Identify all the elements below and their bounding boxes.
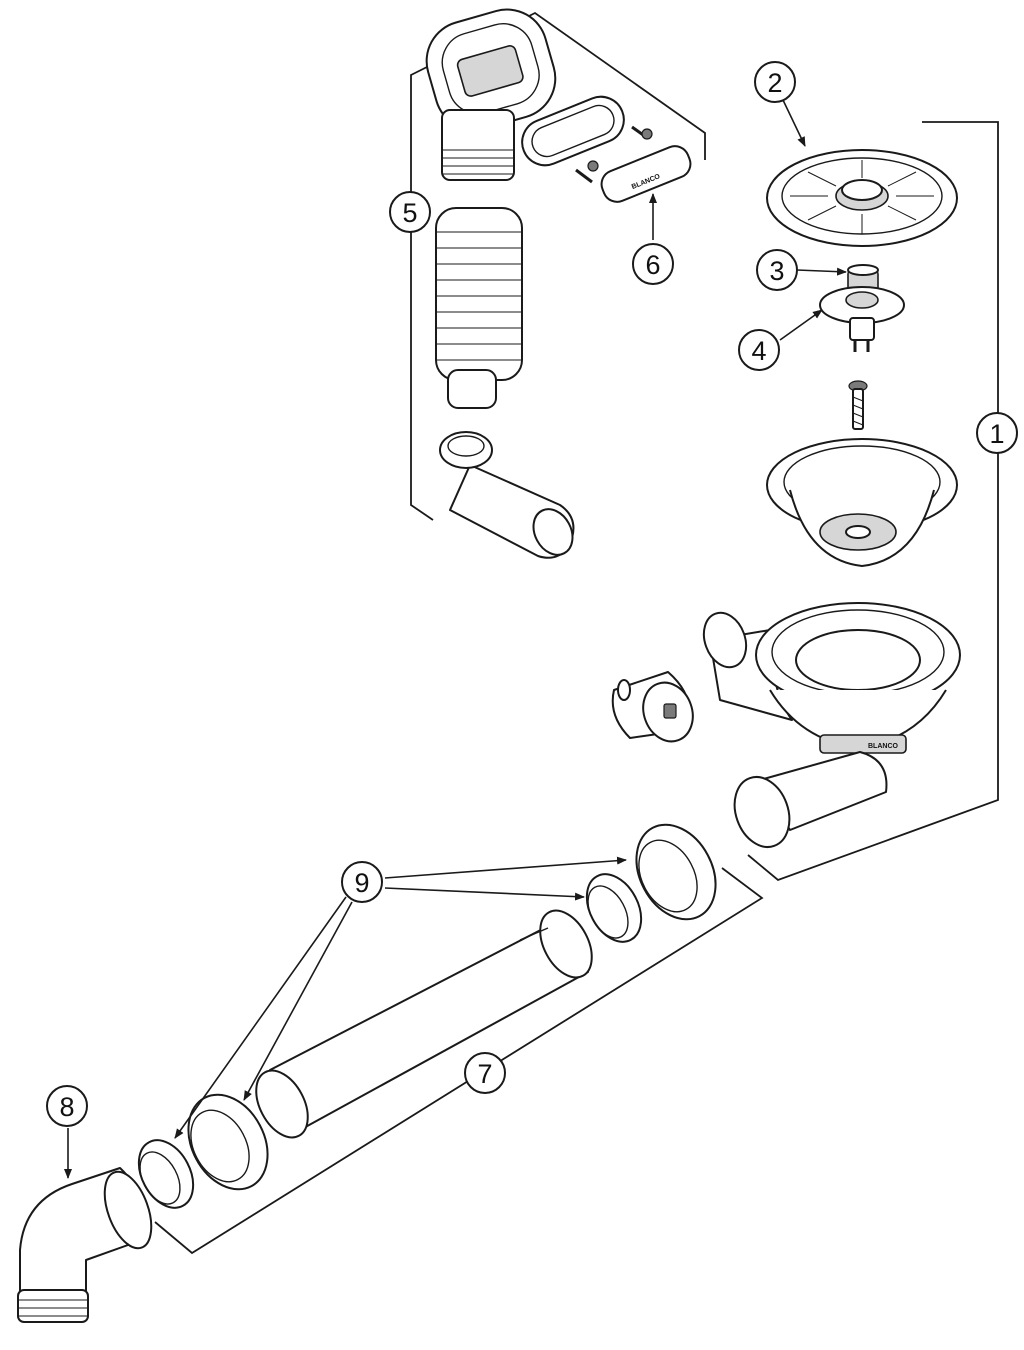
callout-2: 2 [754, 61, 796, 103]
leader-3 [796, 267, 847, 276]
overflow-housing [425, 8, 557, 181]
callout-9: 9 [341, 861, 383, 903]
callout-4: 4 [738, 329, 780, 371]
overflow-hose-corrugated [435, 207, 523, 409]
drain-pipe [255, 909, 593, 1139]
strainer-basket [766, 438, 958, 567]
overflow-cover-plate: BLANCO [600, 145, 692, 203]
overflow-screw-lower [575, 160, 599, 184]
overflow-screw-upper [631, 125, 653, 140]
callout-3: 3 [756, 249, 798, 291]
pipe-elbow [17, 1167, 153, 1323]
nut-lower [187, 1093, 269, 1191]
svg-text:5: 5 [402, 198, 417, 228]
svg-text:8: 8 [59, 1092, 74, 1122]
svg-text:1: 1 [989, 419, 1004, 449]
callout-6: 6 [632, 243, 674, 285]
callout-8: 8 [46, 1085, 88, 1127]
leader-2 [782, 99, 806, 147]
svg-text:3: 3 [769, 256, 784, 286]
leader-4 [779, 309, 823, 341]
svg-text:4: 4 [751, 336, 766, 366]
seal-upper [585, 873, 643, 943]
leaders-9 [174, 856, 627, 1139]
overflow-elbow-connector [439, 431, 575, 559]
valve-disc [819, 286, 905, 352]
overflow-frame-ring [521, 95, 625, 167]
callout-5: 5 [389, 191, 431, 233]
strainer-plate [766, 149, 958, 247]
drain-body-marking: BLANCO [868, 743, 898, 750]
callout-1: 1 [976, 412, 1018, 454]
group-bracket-1 [747, 121, 999, 882]
svg-text:7: 7 [477, 1059, 492, 1089]
svg-text:6: 6 [645, 250, 660, 280]
nut-upper [635, 823, 717, 921]
basket-screw [848, 380, 868, 430]
svg-text:2: 2 [767, 68, 782, 98]
svg-text:9: 9 [354, 868, 369, 898]
group-bracket-7 [154, 867, 764, 1255]
seal-lower [137, 1139, 195, 1209]
overflow-connector-plug [611, 671, 694, 743]
drain-body: BLANCO [702, 602, 961, 848]
callout-7: 7 [464, 1052, 506, 1094]
